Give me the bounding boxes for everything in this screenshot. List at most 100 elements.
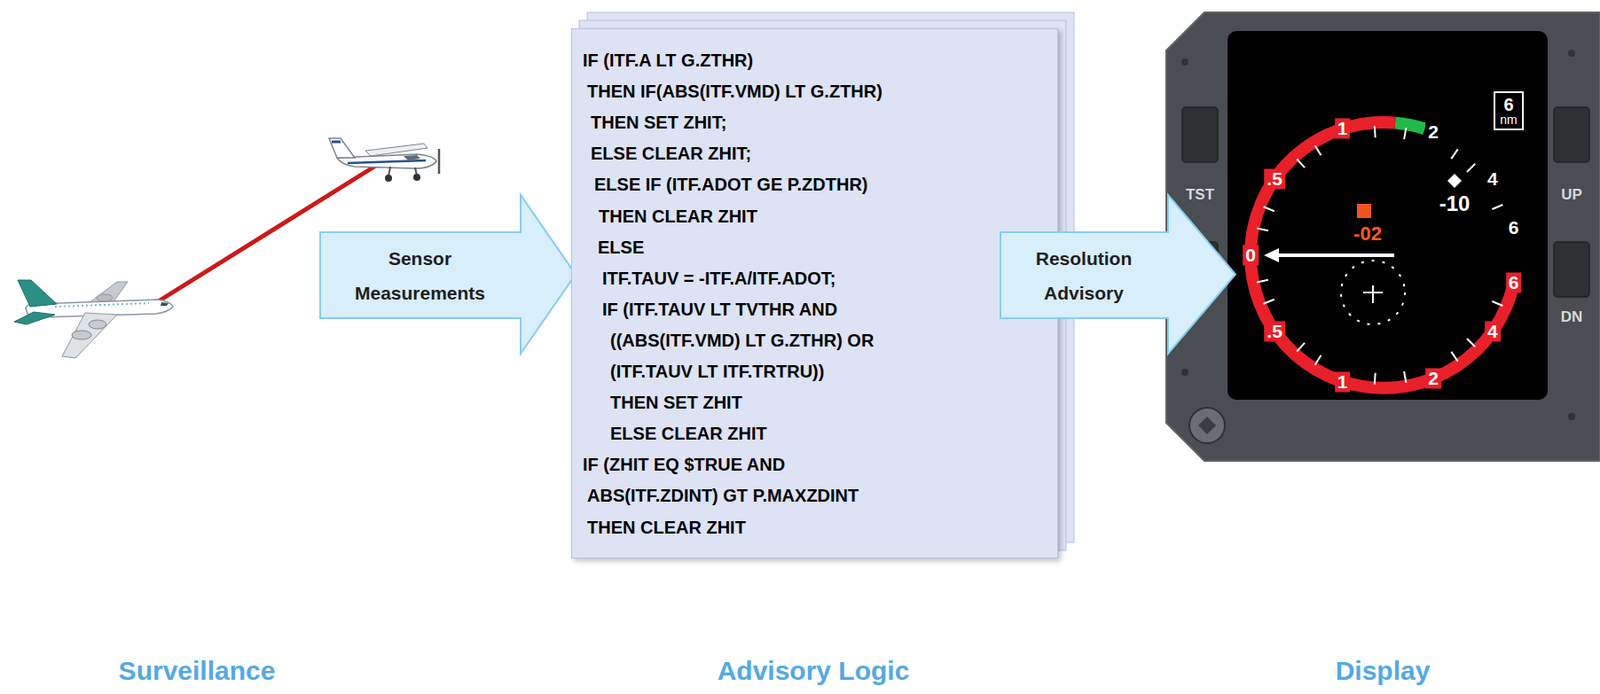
arrow-label: Sensor Measurements — [345, 241, 496, 311]
illustration-part — [1181, 368, 1189, 377]
airliner — [14, 280, 173, 359]
illustration-part — [14, 312, 55, 325]
code-line: ITF.TAUV = -ITF.A/ITF.ADOT; — [602, 263, 837, 295]
dial-tick — [1256, 280, 1269, 283]
illustration-part — [1189, 407, 1225, 444]
illustration-part — [1372, 285, 1374, 304]
illustration-part — [62, 313, 118, 359]
code-line: IF (ITF.TAUV LT TVTHR AND — [602, 294, 838, 326]
small-plane — [329, 138, 440, 182]
dial-tick — [1263, 299, 1275, 305]
illustration-part — [413, 173, 421, 181]
illustration-part — [1263, 248, 1279, 263]
dial-tick — [1491, 204, 1503, 210]
illustration-part — [1568, 49, 1576, 57]
section-title: Advisory Logic — [717, 656, 910, 686]
vsi-arc — [1250, 255, 1516, 389]
arrow-outline — [999, 194, 1237, 355]
illustration-part — [96, 294, 113, 302]
button-label: DN — [1560, 309, 1584, 327]
illustration-part — [1341, 260, 1405, 325]
range-text: nm — [1499, 113, 1517, 126]
illustration-part — [347, 160, 426, 164]
arrow-outline — [319, 194, 577, 355]
scale-number: 4 — [1484, 321, 1501, 342]
illustration-part — [71, 330, 92, 340]
illustration-part — [329, 138, 355, 158]
code-line: THEN IF(ABS(ITF.VMD) LT G.ZTHR) — [587, 76, 883, 108]
vsi-arc — [1395, 123, 1425, 130]
illustration-part — [160, 302, 169, 306]
altitude-tag: -10 — [1439, 192, 1471, 216]
instrument — [1166, 12, 1600, 462]
block-arrow: Resolution Advisory — [999, 194, 1237, 355]
dial-tick — [1450, 149, 1458, 159]
scale-number: 6 — [1505, 217, 1522, 238]
illustration-part — [365, 143, 428, 157]
illustration-part — [1275, 253, 1395, 258]
dial-tick — [1403, 371, 1406, 384]
block-arrow: Sensor Measurements — [319, 194, 577, 355]
dial-tick — [1373, 125, 1377, 138]
button-label: TST — [1185, 187, 1215, 204]
illustration-part — [1553, 242, 1590, 298]
dial-tick — [1466, 164, 1475, 173]
illustration-part — [1356, 203, 1372, 219]
illustration-part — [438, 149, 441, 174]
dial-tick — [1491, 301, 1503, 306]
dial-tick — [1466, 338, 1475, 347]
dial-tick — [1403, 127, 1406, 140]
dial-tick — [1263, 206, 1275, 212]
code-line: ELSE CLEAR ZHIT — [610, 418, 768, 450]
dial-tick — [1296, 159, 1305, 169]
arrow-label: Resolution Advisory — [1017, 241, 1151, 311]
code-line: ELSE IF (ITF.ADOT GE P.ZDTHR) — [594, 169, 869, 201]
illustration-part — [1181, 58, 1189, 66]
code-line: (ITF.TAUV LT ITF.TRTRU)) — [610, 356, 824, 388]
dial-tick — [1373, 373, 1377, 385]
scale-number: 0 — [1242, 244, 1259, 266]
arrow-text-area: Resolution Advisory — [999, 232, 1169, 319]
range-box: 6nm — [1493, 91, 1524, 131]
illustration-part — [88, 320, 107, 330]
range-text: 6 — [1503, 95, 1514, 114]
arrow-text-area: Sensor Measurements — [319, 232, 521, 319]
code-line: THEN SET ZHIT; — [590, 107, 727, 139]
illustration-part — [1447, 173, 1462, 189]
section-title: Surveillance — [118, 656, 276, 686]
illustration-part — [1568, 413, 1576, 421]
scale-number: 6 — [1505, 273, 1522, 294]
dial-tick — [1296, 343, 1305, 353]
illustration-part — [1227, 31, 1548, 400]
illustration-part — [1166, 12, 1600, 462]
illustration-part — [1182, 107, 1218, 163]
illustration-part — [1198, 416, 1216, 435]
dial-tick — [1450, 352, 1458, 362]
scale-number: 2 — [1425, 368, 1442, 390]
scale-number: 1 — [1334, 371, 1351, 393]
illustration-part — [403, 155, 421, 161]
code-line: IF (ZHIT EQ $TRUE AND — [582, 449, 785, 481]
illustration-part — [1553, 107, 1590, 163]
dial-tick — [1256, 228, 1269, 232]
scale-number: .5 — [1263, 321, 1286, 342]
code-page: IF (ITF.A LT G.ZTHR)THEN IF(ABS(ITF.VMD)… — [571, 28, 1059, 559]
code-line: ELSE CLEAR ZHIT; — [590, 138, 752, 170]
illustration-part — [384, 174, 393, 182]
code-line: IF (ITF.A LT G.ZTHR) — [582, 45, 753, 77]
altitude-tag: -02 — [1353, 223, 1382, 245]
button-label: UP — [1560, 187, 1583, 204]
code-line: THEN SET ZHIT — [610, 387, 743, 419]
code-line: ABS(ITF.ZDINT) GT P.MAXZDINT — [587, 480, 859, 512]
code-line: THEN CLEAR ZHIT — [598, 201, 758, 233]
scale-number: 1 — [1334, 118, 1351, 140]
illustration-part — [331, 141, 341, 144]
scale-number: 4 — [1484, 168, 1501, 189]
code-line: THEN CLEAR ZHIT — [587, 512, 746, 544]
dial-tick — [1315, 145, 1322, 156]
arrow-shape — [1000, 195, 1236, 354]
illustration-part — [17, 280, 57, 307]
section-title: Display — [1335, 656, 1431, 686]
